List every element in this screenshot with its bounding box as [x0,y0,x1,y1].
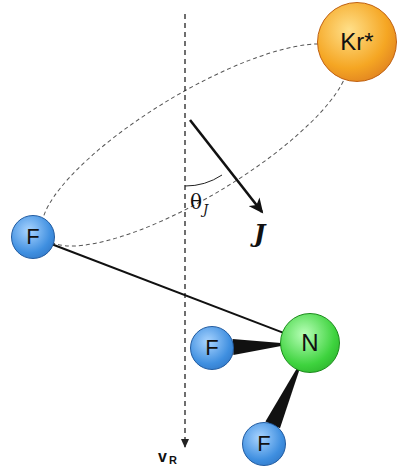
angle-subscript: J [203,203,208,216]
fluorine-atom: F [190,326,234,370]
angle-arc [185,175,222,186]
angular-momentum-arrow [190,120,262,212]
atom-symbol: F [257,431,270,457]
vector-label: J [254,222,265,246]
wedge-bond [265,369,299,428]
nitrogen-atom: N [280,313,340,373]
wedge-bond [233,339,282,355]
atom-symbol: F [205,335,218,361]
atom-symbol: F [26,224,39,250]
atom-symbol: Kr* [340,28,373,56]
velocity-subscript: R [169,455,177,466]
krypton-atom: Kr* [317,2,397,82]
fluorine-atom: F [11,215,55,259]
bond-line [53,245,283,333]
atom-symbol: N [301,329,318,357]
angle-symbol: θ [190,192,202,212]
fluorine-atom: F [242,422,286,466]
velocity-axis [184,14,185,447]
velocity-symbol: v [158,449,167,465]
